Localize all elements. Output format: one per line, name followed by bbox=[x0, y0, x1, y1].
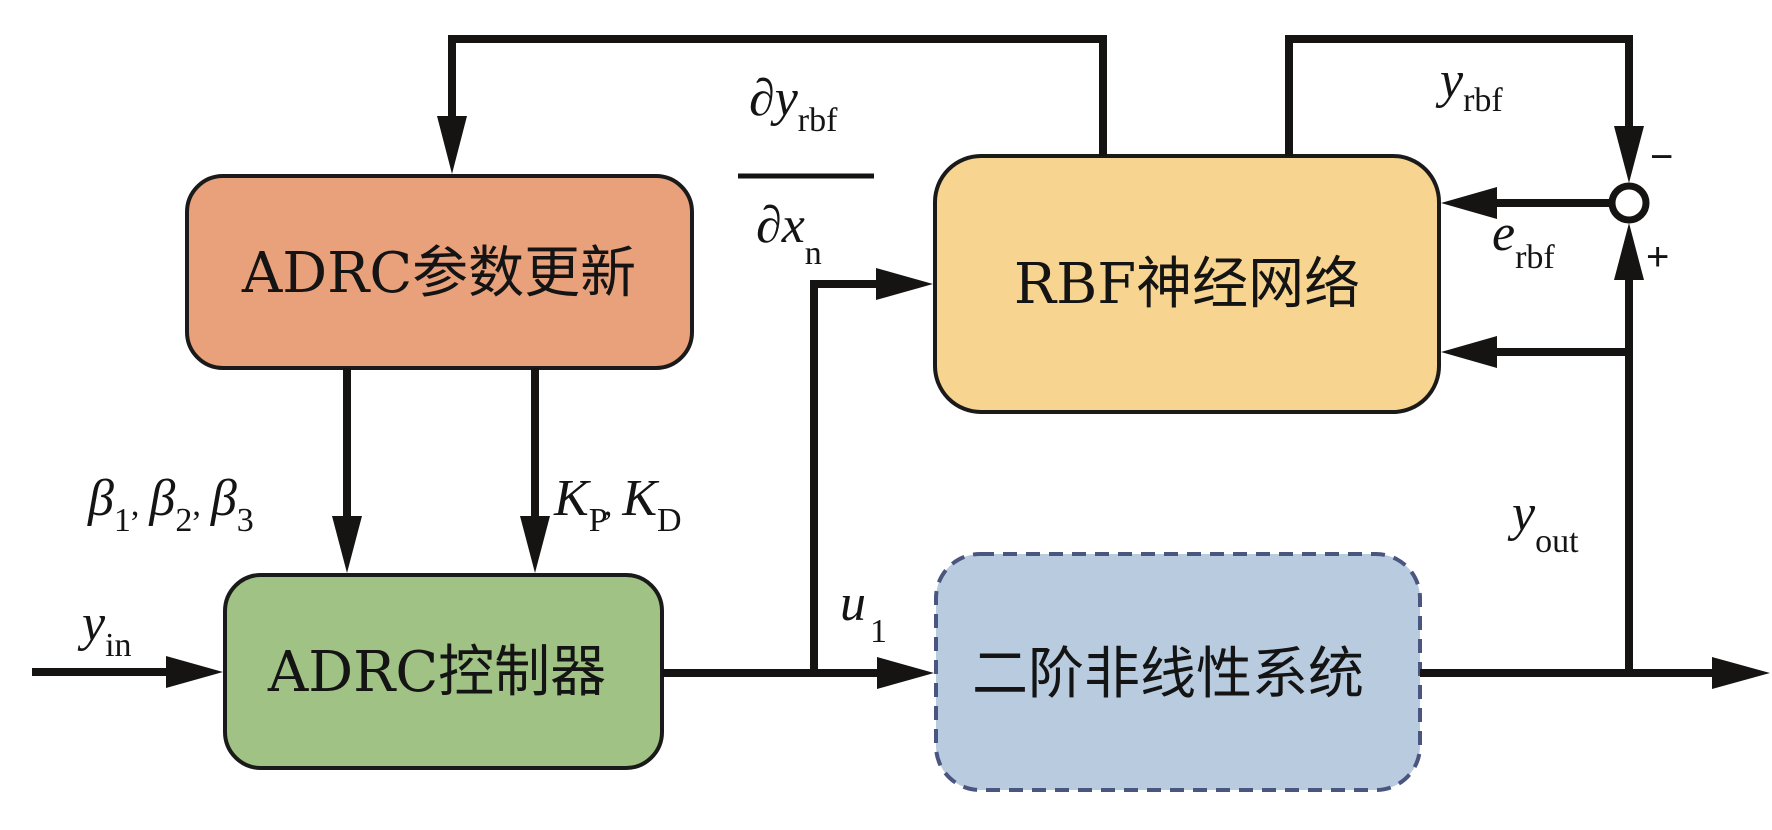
arrow-head-gains bbox=[520, 516, 550, 573]
jacobian-numerator: ∂yrbf bbox=[749, 70, 838, 139]
label-e-rbf: erbf bbox=[1492, 205, 1555, 276]
label-y-in: yin bbox=[77, 595, 132, 664]
rbf-network-box bbox=[933, 154, 1441, 414]
adrc-update-box bbox=[185, 174, 694, 370]
adrc-controller-label: ADRC控制器 bbox=[267, 640, 606, 705]
wire-u1-to-rbf bbox=[810, 280, 880, 677]
adrc-update-label: ADRC参数更新 bbox=[241, 241, 636, 306]
label-jacobian: ∂yrbf ∂xn bbox=[738, 70, 874, 272]
jacobian-denominator: ∂xn bbox=[756, 197, 822, 272]
arrow-head-sum-minus bbox=[1614, 126, 1644, 183]
block-adrc-controller[interactable]: ADRC控制器 bbox=[223, 573, 664, 770]
block-plant[interactable]: 二阶非线性系统 bbox=[934, 552, 1422, 792]
block-rbf-network[interactable]: RBF神经网络 bbox=[933, 154, 1441, 414]
label-minus-sign: − bbox=[1650, 135, 1673, 179]
arrow-head-betas bbox=[332, 516, 362, 573]
arrow-head-plant-in bbox=[877, 657, 934, 689]
label-plus-sign: + bbox=[1646, 235, 1669, 279]
arrow-head-erbf bbox=[1441, 187, 1497, 219]
arrow-head-input bbox=[166, 656, 223, 688]
arrow-head-rbf-yout bbox=[1441, 336, 1497, 368]
rbf-network-label: RBF神经网络 bbox=[1014, 252, 1360, 317]
summing-junction[interactable] bbox=[1608, 182, 1650, 224]
arrow-head-update-in bbox=[437, 116, 467, 174]
label-y-rbf: yrbf bbox=[1435, 52, 1503, 119]
arrow-head-sum-plus bbox=[1614, 223, 1644, 280]
block-adrc-update[interactable]: ADRC参数更新 bbox=[185, 174, 694, 370]
label-betas: β1,β2,β3 bbox=[87, 470, 254, 539]
wire-jacobian bbox=[448, 35, 1107, 156]
label-y-out: yout bbox=[1507, 485, 1579, 560]
arrow-head-rbf-in bbox=[876, 268, 933, 300]
plant-label: 二阶非线性系统 bbox=[972, 642, 1364, 707]
arrow-head-output bbox=[1712, 657, 1770, 689]
wire-yrbf bbox=[1285, 35, 1633, 156]
label-gains: KP,KD bbox=[553, 470, 682, 539]
